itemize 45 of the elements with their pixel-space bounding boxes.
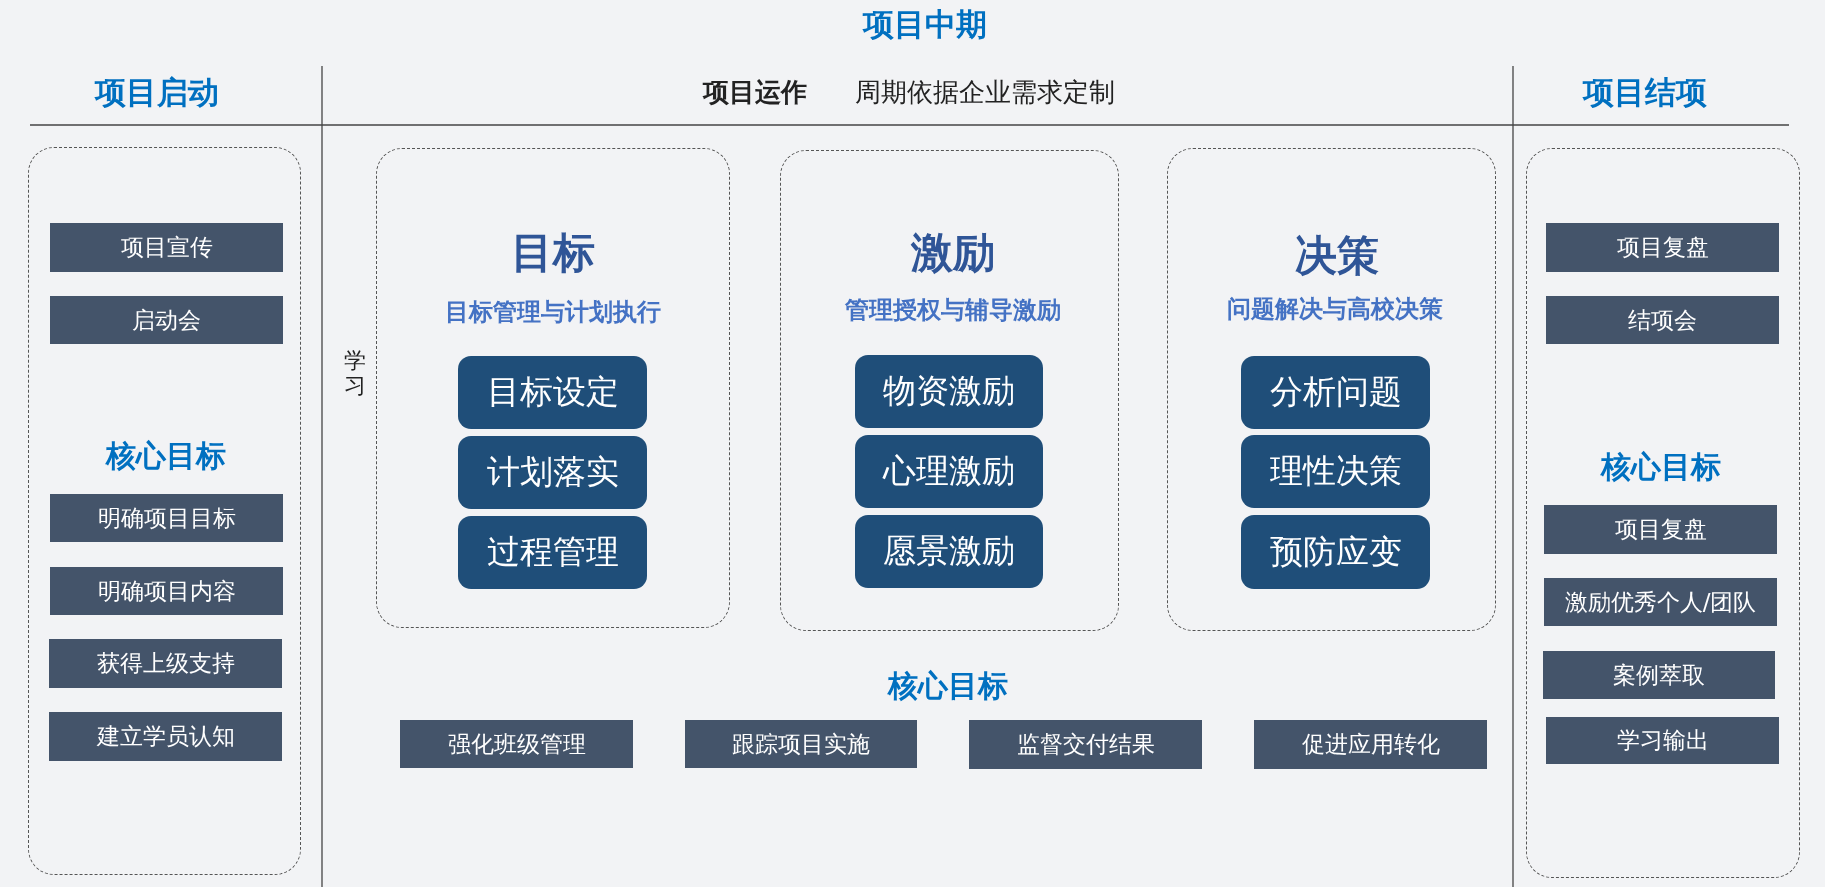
item-box: 学习输出 bbox=[1546, 717, 1779, 764]
item-box: 明确项目目标 bbox=[50, 494, 283, 542]
item-box: 获得上级支持 bbox=[49, 639, 282, 688]
item-box: 项目宣传 bbox=[50, 223, 283, 272]
item-box: 启动会 bbox=[50, 296, 283, 344]
phase-heading: 项目结项 bbox=[1583, 74, 1707, 110]
item-box: 强化班级管理 bbox=[400, 720, 633, 768]
item-box: 项目复盘 bbox=[1546, 223, 1779, 272]
topic-box: 计划落实 bbox=[458, 436, 647, 509]
item-box: 建立学员认知 bbox=[49, 712, 282, 761]
dashed-panel bbox=[28, 147, 301, 875]
panel-title: 激励 bbox=[911, 229, 995, 277]
dashed-panel bbox=[1526, 148, 1800, 878]
item-box: 监督交付结果 bbox=[969, 720, 1202, 769]
item-box: 项目复盘 bbox=[1544, 505, 1777, 554]
stage-heading: 项目运作 bbox=[703, 77, 807, 107]
panel-title: 目标 bbox=[511, 229, 595, 277]
phase-heading: 项目启动 bbox=[95, 74, 219, 110]
topic-box: 愿景激励 bbox=[855, 515, 1043, 588]
item-box: 促进应用转化 bbox=[1254, 720, 1487, 769]
topic-box: 理性决策 bbox=[1241, 435, 1430, 508]
topic-box: 物资激励 bbox=[855, 355, 1043, 428]
panel-title: 决策 bbox=[1295, 232, 1379, 280]
topic-box: 目标设定 bbox=[458, 356, 647, 429]
dashed-panel bbox=[376, 148, 730, 628]
topic-box: 分析问题 bbox=[1241, 356, 1430, 429]
section-heading: 核心目标 bbox=[1601, 449, 1721, 483]
phase-heading: 项目中期 bbox=[863, 6, 987, 42]
stage-note: 周期依据企业需求定制 bbox=[855, 77, 1115, 107]
section-heading: 核心目标 bbox=[888, 668, 1008, 702]
item-box: 明确项目内容 bbox=[50, 567, 283, 615]
item-box: 激励优秀个人/团队 bbox=[1544, 578, 1777, 626]
dashed-panel bbox=[1167, 148, 1496, 631]
topic-box: 过程管理 bbox=[458, 516, 647, 589]
topic-box: 心理激励 bbox=[855, 435, 1043, 508]
panel-subtitle: 问题解决与高校决策 bbox=[1227, 295, 1443, 323]
vertical-label: 学习 bbox=[344, 347, 366, 399]
item-box: 案例萃取 bbox=[1543, 651, 1775, 699]
item-box: 跟踪项目实施 bbox=[685, 720, 917, 768]
section-heading: 核心目标 bbox=[106, 438, 226, 472]
topic-box: 预防应变 bbox=[1241, 515, 1430, 589]
panel-subtitle: 目标管理与计划执行 bbox=[445, 298, 661, 326]
panel-subtitle: 管理授权与辅导激励 bbox=[845, 296, 1061, 324]
dashed-panel bbox=[780, 150, 1119, 631]
item-box: 结项会 bbox=[1546, 296, 1779, 344]
